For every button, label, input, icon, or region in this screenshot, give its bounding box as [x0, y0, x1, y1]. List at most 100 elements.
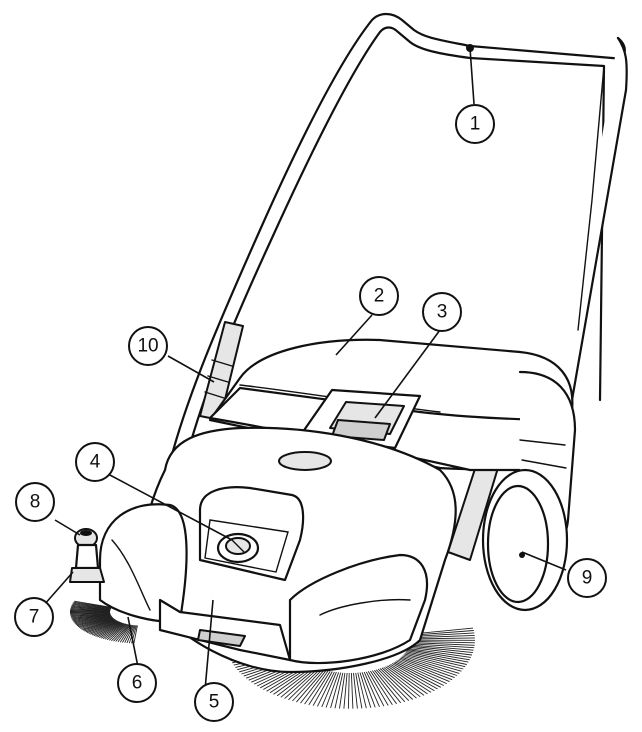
bristle [102, 623, 125, 640]
bristle [409, 643, 475, 649]
bristle [82, 619, 116, 631]
bristle [343, 672, 348, 709]
bristle [308, 670, 331, 706]
bristle [100, 622, 124, 639]
callout-8-label: 8 [30, 492, 41, 513]
bristle [117, 624, 131, 643]
bristle [80, 618, 115, 629]
bristle [72, 615, 112, 622]
bristle [71, 614, 111, 619]
bristle [79, 618, 115, 629]
bristle [72, 603, 111, 610]
bristle [106, 623, 127, 641]
bristle [90, 621, 119, 635]
bristle [397, 659, 450, 683]
bristle [72, 602, 112, 609]
bristle [91, 621, 120, 636]
bristle [372, 670, 397, 705]
front-housing [98, 426, 457, 674]
bristle [284, 667, 319, 699]
callout-10-label: 10 [137, 336, 158, 357]
bristle [71, 604, 111, 610]
bristle [70, 607, 111, 611]
callout-4: 4 [75, 442, 115, 482]
bristle [99, 622, 123, 638]
bristle [124, 624, 134, 643]
callout-3: 3 [422, 292, 462, 332]
callout-10: 10 [128, 326, 168, 366]
bristle [72, 614, 111, 621]
bristle [88, 620, 119, 634]
callout-6: 6 [117, 663, 157, 703]
bristle [353, 672, 358, 709]
leader-lines [43, 47, 567, 691]
bristle [391, 663, 438, 690]
rear-wheel [481, 468, 569, 612]
bristle [402, 655, 460, 674]
bristle [409, 644, 474, 651]
bristle [128, 625, 136, 644]
brush-height-knob [216, 532, 260, 564]
bristle [75, 617, 113, 626]
callout-8: 8 [15, 482, 55, 522]
bristle [409, 642, 475, 646]
bristle [97, 622, 123, 638]
bristle [77, 617, 114, 628]
bristle [347, 672, 350, 709]
bristle [115, 624, 130, 642]
bristle [377, 668, 410, 702]
callout-6-label: 6 [132, 673, 143, 694]
bristle [406, 651, 467, 665]
bristle [403, 654, 462, 672]
bristle [70, 608, 111, 612]
callout-4-label: 4 [90, 452, 101, 473]
bristle [408, 646, 473, 656]
bristle [70, 612, 111, 616]
bristle [71, 605, 111, 611]
callout-9: 9 [567, 558, 607, 598]
bristle [87, 620, 118, 634]
bristle [407, 649, 470, 661]
bristle [133, 625, 138, 644]
bristle [113, 624, 130, 642]
bristle [363, 671, 380, 707]
bristle [108, 623, 128, 641]
bristle [406, 650, 469, 663]
bristle [405, 652, 466, 668]
bristle [70, 613, 111, 618]
bristle [70, 613, 111, 617]
bristle [304, 670, 329, 705]
bristle [404, 653, 464, 670]
callout-5: 5 [194, 682, 234, 722]
bristle [74, 600, 112, 608]
bristle [75, 616, 113, 625]
bristle [359, 672, 372, 708]
callout-9-label: 9 [582, 568, 593, 589]
bristle [70, 606, 111, 611]
bristle [70, 612, 111, 615]
bristle [73, 615, 112, 623]
bristle [300, 670, 327, 704]
callout-2: 2 [359, 276, 399, 316]
bristle [370, 670, 393, 705]
bristle [357, 672, 367, 709]
bristle [386, 665, 428, 695]
front-roller [69, 567, 105, 583]
bristle [401, 656, 458, 676]
bristle [85, 620, 117, 633]
bristle [374, 669, 402, 704]
bristle [292, 668, 323, 702]
bristle [361, 672, 376, 708]
bristle [334, 672, 344, 709]
bristle [74, 616, 112, 624]
bristle [71, 614, 111, 620]
bristle [70, 610, 111, 612]
bristle [408, 645, 473, 654]
bristle [400, 657, 455, 679]
bristle [409, 640, 475, 644]
bristle [383, 666, 421, 698]
top-vent [278, 451, 332, 471]
bristle [73, 601, 112, 609]
bristle [321, 671, 337, 708]
bristle [355, 672, 363, 709]
